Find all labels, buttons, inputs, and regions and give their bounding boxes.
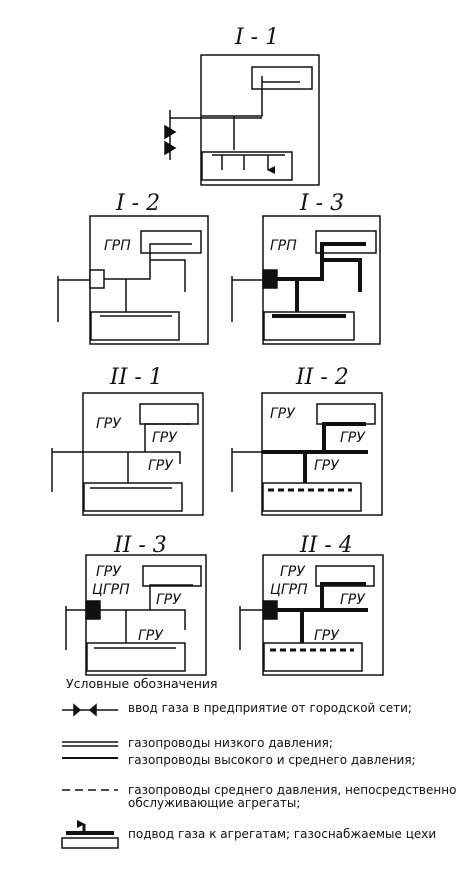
scheme-label: II - 3 xyxy=(113,533,167,558)
workshop-rect xyxy=(315,230,377,254)
room-label: ЦГРП xyxy=(270,582,308,598)
room-label: ГРУ xyxy=(156,592,182,608)
workshop-rect xyxy=(142,565,202,587)
room-label: ГРУ xyxy=(280,564,306,580)
workshop-rect xyxy=(86,642,186,672)
room-label: ГРП xyxy=(270,238,297,254)
scheme-label: II - 2 xyxy=(295,365,349,390)
valve-icon xyxy=(73,703,97,717)
legend-item-low-pressure: газопроводы низкого давления; xyxy=(128,736,333,750)
room-label: ГРУ xyxy=(270,406,296,422)
room-label: ГРУ xyxy=(96,416,122,432)
room-label: ГРУ xyxy=(340,430,366,446)
scheme-label: II - 1 xyxy=(109,365,163,390)
legend-low-pressure-icon xyxy=(62,741,118,747)
room-label: ГРУ xyxy=(340,592,366,608)
pipes xyxy=(272,242,366,318)
cgrp-box xyxy=(262,600,278,620)
pipes xyxy=(52,423,190,489)
legend-workshop-icon xyxy=(61,837,119,849)
room-label: ЦГРП xyxy=(92,582,130,598)
room-label: ГРУ xyxy=(314,628,340,644)
room-label: ГРУ xyxy=(152,430,178,446)
legend-item-medium-pressure: газопроводы среднего давления, непосредс… xyxy=(128,783,457,810)
workshop-rect xyxy=(201,151,293,181)
workshop-rect xyxy=(139,403,199,425)
cgrp-box xyxy=(85,600,101,620)
enterprise-boundary xyxy=(200,54,320,186)
workshop-rect xyxy=(251,66,313,90)
workshop-rect xyxy=(140,230,202,254)
grp-box xyxy=(89,269,105,289)
legend-item-gas-inlet: ввод газа в предприятие от городской сет… xyxy=(128,701,412,715)
scheme-label: I - 2 xyxy=(115,191,160,216)
workshop-rect xyxy=(263,642,363,672)
legend-title: Условные обозначения xyxy=(66,676,218,691)
pipes xyxy=(262,422,368,483)
scheme-I-2: I - 2 ГРП xyxy=(57,191,209,345)
workshop-rect xyxy=(262,482,362,512)
room-label: ГРП xyxy=(104,238,131,254)
legend-symbols xyxy=(61,703,119,849)
scheme-I-1: I - 1 xyxy=(164,25,320,186)
inlet-riser xyxy=(231,448,262,492)
room-label: ГРУ xyxy=(148,458,174,474)
inlet-riser xyxy=(231,276,263,322)
inlet-riser xyxy=(239,606,263,650)
enterprise-boundary xyxy=(82,392,204,516)
workshop-rect xyxy=(83,482,183,512)
room-label: ГРУ xyxy=(96,564,122,580)
workshop-rect xyxy=(90,311,180,341)
room-label: ГРУ xyxy=(314,458,340,474)
inlet-riser xyxy=(65,606,86,650)
workshop-rect xyxy=(316,403,376,425)
legend-item-gas-supply: подвод газа к агрегатам; газоснабжаемые … xyxy=(128,827,437,841)
scheme-label: I - 1 xyxy=(234,25,279,50)
pipes xyxy=(277,582,368,643)
valve-icon xyxy=(164,124,177,156)
pipes xyxy=(58,243,192,317)
scheme-label: I - 3 xyxy=(299,191,344,216)
scheme-II-3: II - 3 ГРУ ЦГРП ГРУ ГРУ xyxy=(65,533,207,676)
scheme-I-3: I - 3 ГРП xyxy=(231,191,381,345)
legend-item-high-pressure: газопроводы высокого и среднего давления… xyxy=(128,753,416,767)
scheme-II-1: II - 1 ГРУ ГРУ ГРУ xyxy=(51,365,204,516)
branch xyxy=(212,116,285,170)
enterprise-boundary xyxy=(89,215,209,345)
scheme-label: II - 4 xyxy=(299,533,353,558)
low-pressure-main xyxy=(170,76,300,119)
room-label: ГРУ xyxy=(138,628,164,644)
pipes xyxy=(94,584,193,649)
workshop-rect xyxy=(263,311,355,341)
scheme-II-2: II - 2 ГРУ ГРУ ГРУ xyxy=(231,365,383,516)
scheme-II-4: II - 4 ГРУ ЦГРП ГРУ ГРУ xyxy=(239,533,384,676)
grp-box xyxy=(262,269,278,289)
